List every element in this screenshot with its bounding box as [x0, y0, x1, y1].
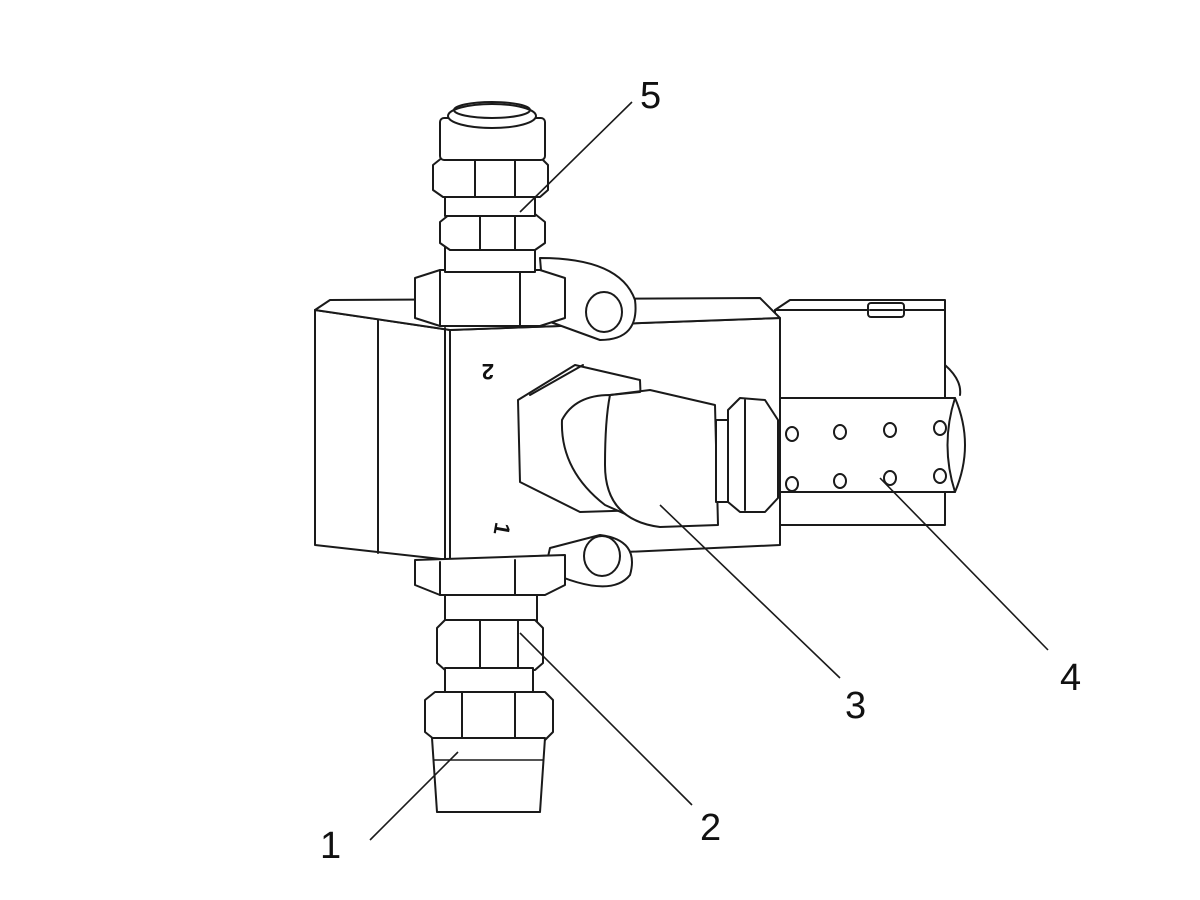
port-2-mark: 2	[482, 359, 494, 384]
silencer-hex-nut	[715, 397, 779, 513]
callout-4: 4	[1060, 657, 1081, 699]
leader-4	[879, 477, 1049, 651]
leader-2	[519, 632, 693, 806]
leader-5	[519, 101, 633, 213]
lower-mounting-ear	[544, 534, 633, 588]
pilot-elbow-fitting	[517, 364, 719, 528]
leader-3	[659, 504, 841, 679]
silencer	[774, 397, 966, 493]
leader-1	[369, 751, 459, 841]
port-1-mark: 1	[489, 521, 516, 537]
callout-labels: 1 2 3 4 5	[320, 75, 1081, 867]
callout-2: 2	[700, 807, 721, 849]
top-fitting	[414, 101, 566, 327]
callout-1: 1	[320, 825, 341, 867]
callout-3: 3	[845, 685, 866, 727]
leader-lines	[369, 101, 1049, 841]
bottom-fitting	[414, 554, 566, 813]
callout-5: 5	[640, 75, 661, 117]
silencer-holes	[785, 420, 947, 492]
